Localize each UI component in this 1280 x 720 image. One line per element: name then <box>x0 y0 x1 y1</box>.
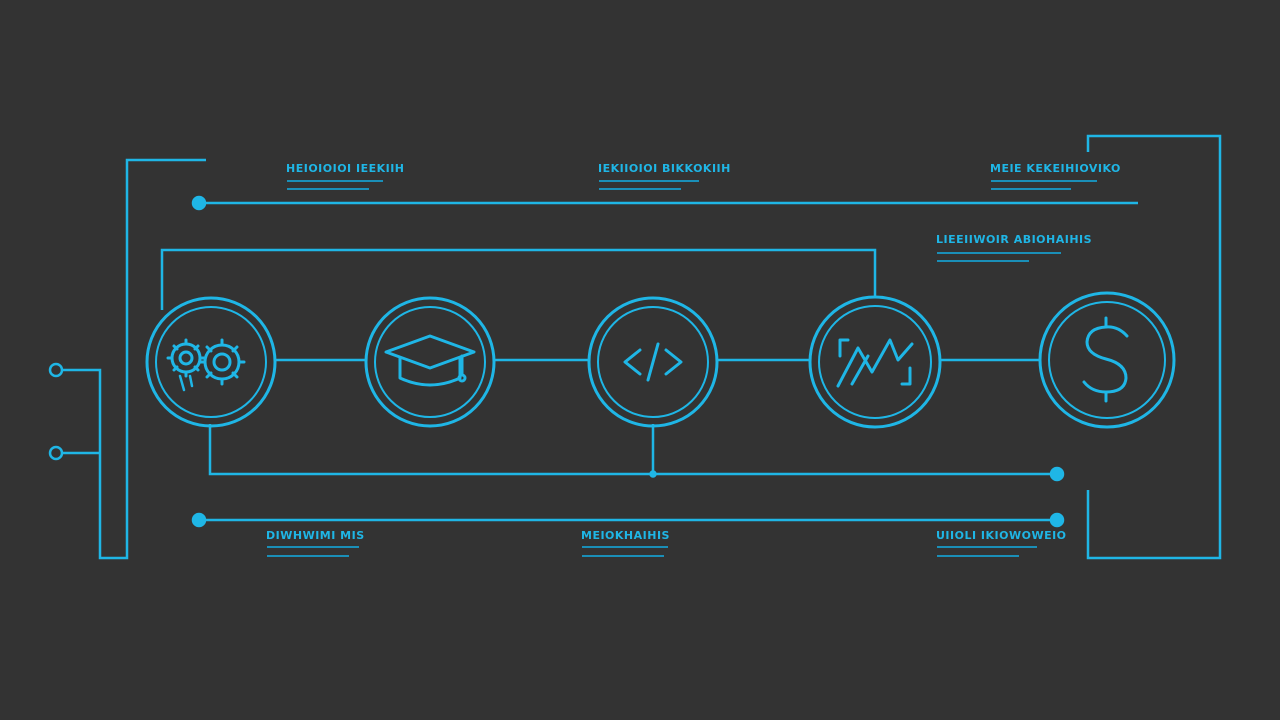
sublabel-line <box>582 555 664 557</box>
terminal-dots <box>48 195 1065 528</box>
sublabel-line <box>599 180 699 182</box>
connector-lines <box>62 134 1222 560</box>
sublabel-line <box>599 188 681 190</box>
sublabel-line <box>267 546 359 548</box>
label-bottom-1: DIWHWIMI MIS <box>266 529 365 542</box>
label-bottom-3: UIIOLI IKIOWOWEIO <box>936 529 1067 542</box>
terminal-dot <box>1049 512 1065 528</box>
sublabel-line <box>582 546 668 548</box>
node-code <box>587 296 719 428</box>
label-right-mid: LIEEIIWOIR ABIOHAIHIS <box>936 233 1093 246</box>
sublabel-line <box>937 546 1037 548</box>
node-finance <box>1038 291 1176 429</box>
sublabel-line <box>937 555 1019 557</box>
node-gears <box>145 296 277 428</box>
gears-icon <box>166 338 246 392</box>
sublabel-line <box>267 555 349 557</box>
junction-dot <box>649 470 657 478</box>
label-top-3: MEIE KEKEIHIOVIKO <box>990 162 1121 175</box>
upper-frame-line <box>160 248 877 310</box>
terminal-dot <box>1049 466 1065 482</box>
terminal-dot <box>191 195 207 211</box>
terminal-dot <box>48 362 64 378</box>
sublabel-line <box>937 252 1061 254</box>
dollar-icon <box>1082 316 1129 403</box>
terminal-dot <box>48 445 64 461</box>
left-bracket-line <box>62 158 206 560</box>
sublabel-line <box>287 180 383 182</box>
node-rings <box>145 291 1176 429</box>
node-analytics <box>808 295 942 429</box>
label-top-1: HEIOIOIOI IEEKIIH <box>286 162 405 175</box>
sublabel-line <box>287 188 369 190</box>
label-top-2: IEKIIOIOI BIKKOKIIH <box>598 162 731 175</box>
code-brackets-icon <box>623 342 683 382</box>
lower-frame-line <box>208 424 1050 476</box>
sublabel-line <box>937 260 1029 262</box>
sublabel-line <box>991 180 1097 182</box>
node-education <box>364 296 496 428</box>
terminal-dot <box>191 512 207 528</box>
sublabel-line <box>991 188 1071 190</box>
label-bottom-2: MEIOKHAIHIS <box>581 529 670 542</box>
graduation-cap-icon <box>384 334 476 387</box>
trend-chart-icon <box>836 338 914 388</box>
right-bracket-line <box>1086 134 1222 560</box>
